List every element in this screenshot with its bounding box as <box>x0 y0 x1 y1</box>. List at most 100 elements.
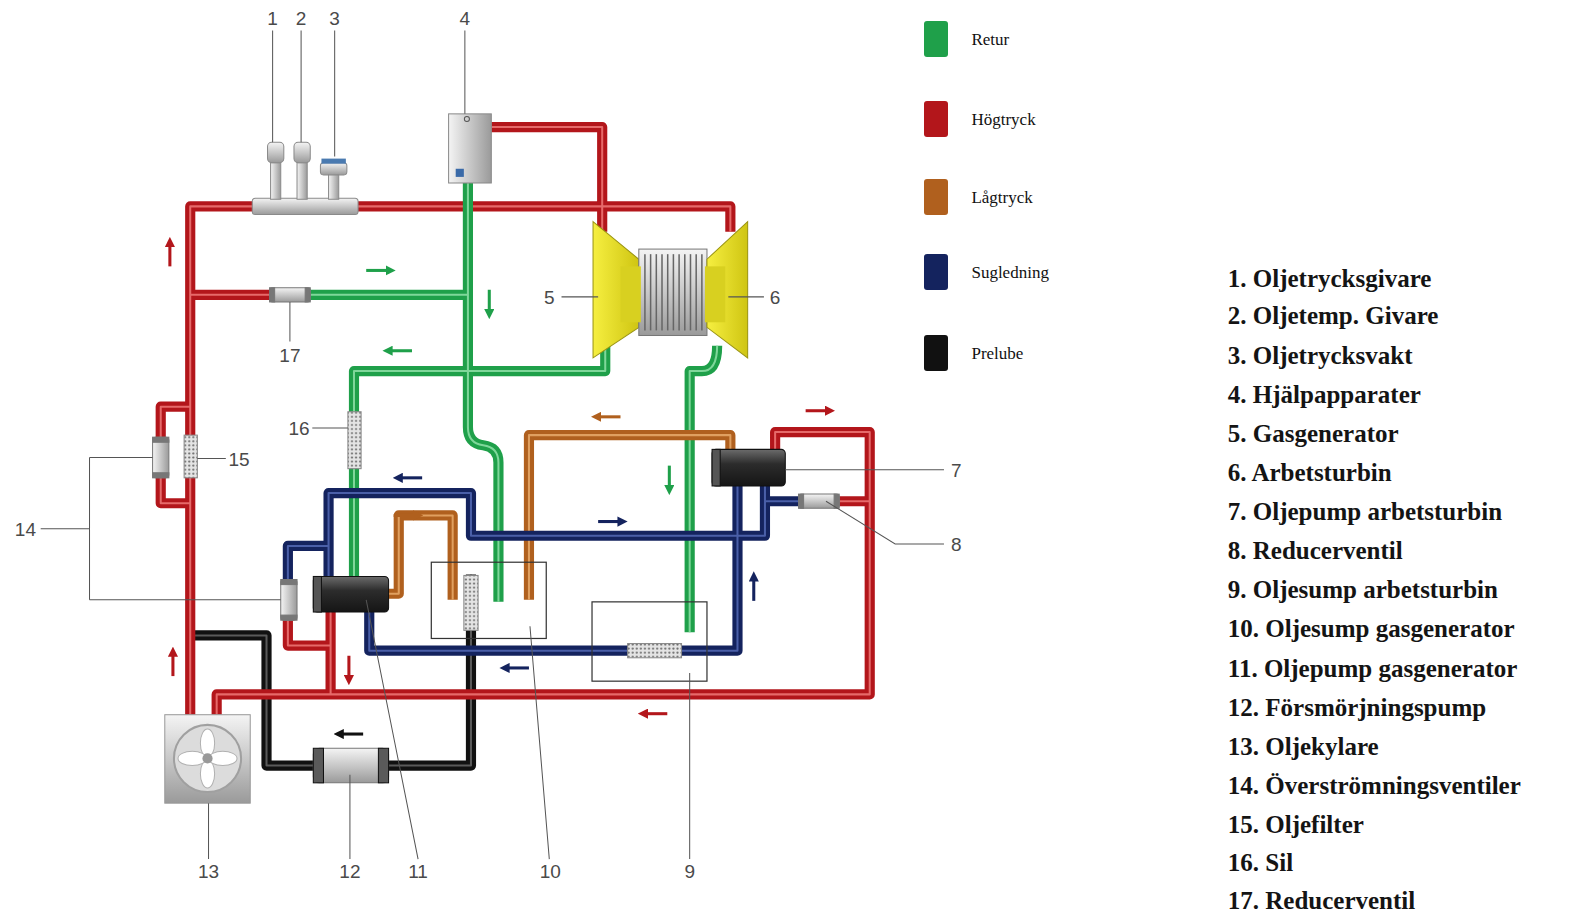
oil-sumps <box>431 562 707 681</box>
turbine-engine-part-part <box>661 254 663 330</box>
auxiliary-unit <box>449 114 492 183</box>
callout-number: 9 <box>684 862 695 881</box>
part-list-item: 14. Överströmningsventiler <box>1228 772 1521 797</box>
turbine-engine-part <box>645 254 702 330</box>
leader-lines-part <box>273 31 335 157</box>
strainers-filters <box>184 412 681 658</box>
legend-label: Lågtryck <box>971 189 1032 206</box>
callout-number: 15 <box>228 449 249 468</box>
turbine-engine-part-part <box>684 254 686 330</box>
flow-arrows-part <box>366 269 390 272</box>
callout-number: 4 <box>460 9 471 28</box>
flow-arrows-part <box>488 290 491 314</box>
auxiliary-unit-part <box>456 169 464 177</box>
part-list-item: 15. Oljefilter <box>1228 811 1364 836</box>
part-list-item: 11. Oljepump gasgenerator <box>1228 655 1518 680</box>
flow-arrows-part <box>171 652 174 676</box>
leader-lines-part <box>209 600 690 859</box>
pipes-part <box>288 486 799 651</box>
callout-number: 6 <box>770 287 781 306</box>
turbine-engine-part <box>639 249 707 335</box>
turbine-engine-part-part <box>667 254 669 330</box>
oil-cooler-part <box>202 753 212 763</box>
callout-number: 12 <box>339 862 360 881</box>
part-list-item: 7. Oljepump arbetsturbin <box>1228 499 1502 524</box>
sensor-manifold-part <box>294 142 310 162</box>
strainers-filters-part <box>348 412 361 469</box>
legend-label: Högtryck <box>971 110 1035 127</box>
auxiliary-unit-part <box>464 116 469 121</box>
sensor-manifold-part <box>297 163 307 200</box>
valves <box>153 288 840 620</box>
turbine-engine-part-part <box>690 254 692 330</box>
turbine-engine <box>593 222 748 358</box>
part-list-item: 12. Försmörjningspump <box>1228 694 1486 719</box>
valves-part <box>153 473 169 478</box>
callout-number: 8 <box>951 534 962 553</box>
valves-part <box>153 437 169 478</box>
valves-part <box>281 615 297 620</box>
turbine-engine-part-part <box>695 254 697 330</box>
oil-cooler-part <box>165 715 250 803</box>
pipes <box>161 127 870 765</box>
turbine-engine-part-part <box>673 254 675 330</box>
part-list-item: 16. Sil <box>1228 850 1293 875</box>
oil-cooler-part-part <box>178 751 206 765</box>
callout-number: 7 <box>951 460 962 479</box>
sensor-manifold-part <box>268 142 284 162</box>
turbine-engine-part-part <box>701 254 703 330</box>
flow-arrows-part <box>596 415 620 418</box>
legend-swatch <box>924 101 948 137</box>
leader-lines-part <box>197 302 348 459</box>
flow-arrows-part <box>598 520 622 523</box>
turbine-engine-part <box>705 266 725 322</box>
pumps <box>313 449 785 782</box>
part-list-item: 13. Oljekylare <box>1228 734 1379 759</box>
sensor-manifold-part <box>252 198 358 214</box>
leader-lines <box>41 31 944 860</box>
pumps-part <box>712 449 785 486</box>
flow-arrows-part <box>505 666 529 669</box>
callout-number: 13 <box>198 862 219 881</box>
sensor-manifold-part <box>321 159 345 164</box>
part-list-item: 2. Oljetemp. Givare <box>1228 303 1439 328</box>
callout-number: 10 <box>540 862 561 881</box>
callout-number: 14 <box>15 519 36 538</box>
turbine-engine-part-part <box>678 254 680 330</box>
part-list-item: 4. Hjälpapparater <box>1228 382 1421 407</box>
flow-arrows-part <box>752 576 755 600</box>
oil-cooler <box>165 715 250 803</box>
pumps-part <box>313 748 323 783</box>
turbine-engine-part-part <box>656 254 658 330</box>
oil-cooler-part-part <box>209 751 237 765</box>
valves-part <box>270 288 275 302</box>
pipes-part <box>305 183 717 632</box>
flow-arrows-part <box>394 514 418 517</box>
part-list-item: 8. Reducerventil <box>1228 538 1403 563</box>
oil-cooler-part <box>174 725 241 792</box>
callout-number: 17 <box>279 345 300 364</box>
legend-swatch <box>924 21 948 57</box>
flow-arrows-part <box>347 656 350 680</box>
pumps-part <box>313 576 321 612</box>
leader-lines-part <box>562 296 764 297</box>
part-list-item: 10. Oljesump gasgenerator <box>1228 616 1515 641</box>
valves-part <box>799 494 804 508</box>
valves-part <box>305 288 310 302</box>
part-list-item: 5. Gasgenerator <box>1228 421 1399 446</box>
flow-arrows-part <box>668 466 671 490</box>
legend-swatch <box>924 335 948 371</box>
callout-number: 16 <box>288 419 309 438</box>
flow-arrows-part <box>339 733 363 736</box>
callout-number: 1 <box>267 9 278 28</box>
callout-number: 3 <box>329 9 340 28</box>
oil-sumps-part <box>592 602 707 681</box>
legend-swatch <box>924 179 948 215</box>
valves-part <box>281 580 297 621</box>
valves-part <box>281 580 297 585</box>
leader-lines-part <box>785 469 944 470</box>
sensor-manifold-part <box>320 163 346 175</box>
part-list-item: 1. Oljetrycksgivare <box>1228 265 1432 290</box>
sensor-manifold-part <box>271 163 281 200</box>
